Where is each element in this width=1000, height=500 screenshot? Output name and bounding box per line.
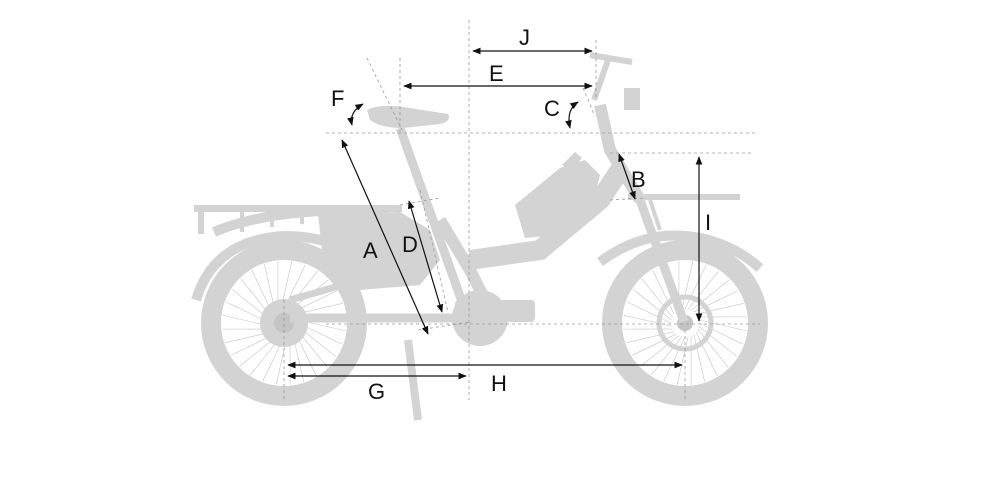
dimension-label-b: B: [631, 167, 646, 192]
dimension-label-j: J: [519, 25, 530, 50]
wheel-spoke: [663, 336, 686, 382]
dimension-label-a: A: [363, 238, 378, 263]
dimension-label-e: E: [489, 61, 504, 86]
dimension-label-c: C: [544, 96, 560, 121]
wheel-spoke: [626, 331, 675, 343]
wheel-spoke: [631, 333, 677, 356]
dimension-d-arrow: [407, 200, 444, 313]
dimension-label-h: H: [491, 371, 507, 396]
wheel-spoke: [640, 335, 680, 367]
wheel-spoke: [687, 270, 719, 310]
dimension-labels: J E F C B I D A G H: [331, 25, 711, 404]
wheel-spoke: [698, 322, 744, 345]
wheel-spoke: [698, 325, 738, 357]
dimension-label-i: I: [705, 210, 711, 235]
wheel-spoke: [676, 336, 689, 385]
wheel-spoke: [632, 289, 672, 321]
wheel-spoke: [626, 301, 672, 324]
wheel-spoke: [684, 264, 707, 310]
wheel-spoke: [693, 333, 705, 382]
wheel-spoke: [641, 278, 673, 318]
wheel-spoke: [651, 336, 683, 376]
wheel-spoke: [681, 261, 694, 310]
dimension-arrows: [287, 47, 703, 380]
dimension-c-arrow: [565, 101, 579, 129]
dimension-label-d: D: [402, 232, 418, 257]
wheel-spoke: [623, 314, 672, 327]
dimension-label-f: F: [331, 86, 344, 111]
wheel-spoke: [652, 269, 675, 315]
front-wheel-spokes: [623, 261, 747, 385]
wheel-spoke: [698, 319, 747, 332]
wheel-spoke: [695, 303, 744, 315]
dimension-label-g: G: [368, 379, 385, 404]
wheel-spoke: [695, 331, 718, 377]
dimension-b-arrow: [618, 153, 636, 200]
dimension-f-arrow: [347, 103, 364, 126]
wheel-spoke: [697, 328, 729, 368]
